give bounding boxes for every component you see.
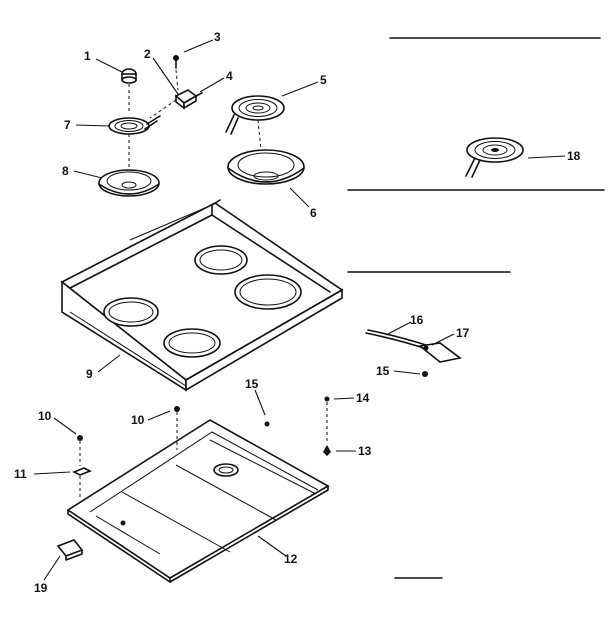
label-11: 11	[14, 467, 27, 481]
label-15b: 15	[376, 364, 390, 378]
callout-labels: 1 2 3 4 5 6 7 8 9 10 10 11 12 13 14 15 1…	[14, 30, 581, 595]
label-6: 6	[310, 206, 317, 220]
terminal-block	[149, 89, 203, 119]
clip	[56, 539, 84, 561]
label-9: 9	[86, 367, 93, 381]
label-19: 19	[34, 581, 48, 595]
leader-lines	[33, 39, 566, 581]
label-16: 16	[410, 313, 424, 327]
label-13: 13	[358, 444, 372, 458]
label-14: 14	[356, 391, 370, 405]
label-10b: 10	[131, 413, 145, 427]
hardware-right	[323, 396, 331, 456]
surface-element-replacement	[465, 137, 524, 178]
label-2: 2	[144, 47, 151, 61]
label-15a: 15	[245, 377, 259, 391]
label-10a: 10	[38, 409, 52, 423]
label-18: 18	[567, 149, 581, 163]
screw-small	[173, 55, 179, 91]
main-cooktop	[60, 199, 344, 392]
surface-element-large	[225, 95, 285, 161]
bracket-rod	[365, 329, 462, 377]
surface-element-small	[108, 115, 161, 168]
label-8: 8	[62, 164, 69, 178]
screws-left	[72, 406, 270, 498]
burner-box	[66, 419, 330, 583]
drip-pan-small	[98, 169, 160, 197]
label-3: 3	[214, 30, 221, 44]
separator-lines	[347, 37, 605, 579]
label-7: 7	[64, 118, 71, 132]
label-5: 5	[320, 73, 327, 87]
label-1: 1	[84, 49, 91, 63]
label-12: 12	[284, 552, 298, 566]
label-4: 4	[226, 69, 233, 83]
knob-cap	[121, 68, 137, 112]
label-17: 17	[456, 326, 470, 340]
drip-pan-large	[227, 149, 305, 185]
